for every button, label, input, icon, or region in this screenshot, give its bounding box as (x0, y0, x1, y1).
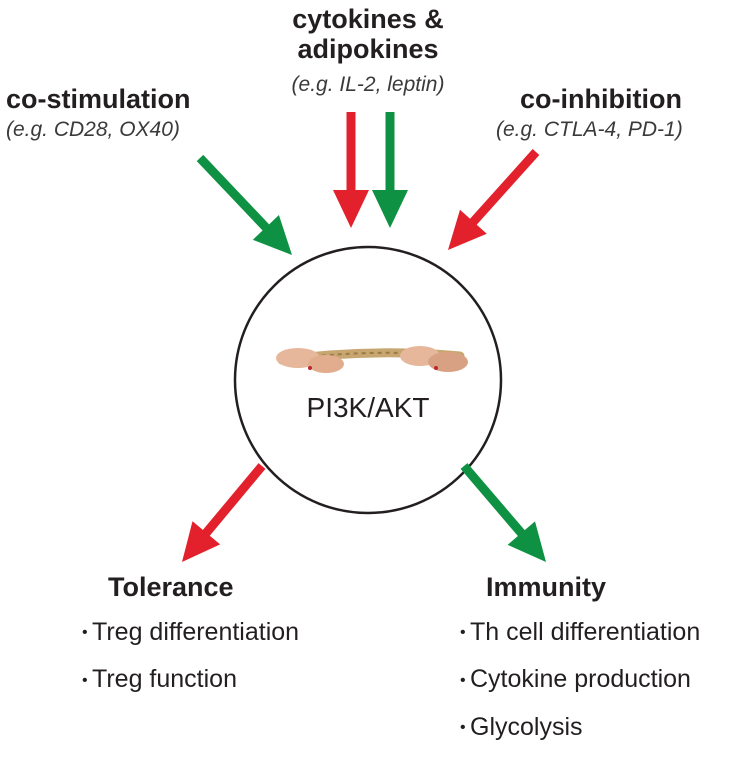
immunity-item-label: Th cell differentiation (470, 618, 701, 646)
pathway-diagram (182, 112, 546, 562)
cytokines-title: cytokines & adipokines (248, 4, 488, 64)
tug-of-war-image (272, 340, 468, 380)
bullet-icon: • (460, 719, 466, 737)
bullet-icon: • (82, 671, 88, 689)
immunity-item-label: Cytokine production (470, 665, 691, 694)
immunity-title: Immunity (486, 572, 607, 602)
coinhibition-title: co-inhibition (520, 84, 682, 114)
tolerance-item-label: Treg differentiation (92, 618, 300, 646)
tolerance-item: •Treg differentiation (82, 618, 299, 647)
immunity-item: •Glycolysis (460, 713, 700, 742)
bullet-icon: • (82, 624, 88, 642)
costim-arrow (196, 154, 292, 255)
bullet-icon: • (460, 671, 466, 689)
pi3k-akt-label: PI3K/AKT (306, 392, 430, 423)
tolerance-arrow (182, 463, 266, 562)
cytokines-example: (e.g. IL-2, leptin) (291, 73, 445, 96)
immunity-item-label: Glycolysis (470, 712, 583, 741)
immunity-list: •Th cell differentiation•Cytokine produc… (460, 618, 700, 760)
cytokines-title-line2: adipokines (297, 34, 439, 64)
cytokines-title-line1: cytokines & (292, 4, 444, 34)
immunity-item: •Cytokine production (460, 665, 700, 694)
cytokine-red-arrow (333, 112, 369, 228)
immunity-arrow (460, 463, 546, 562)
coinhibition-example: (e.g. CTLA-4, PD-1) (496, 118, 683, 141)
costimulation-example: (e.g. CD28, OX40) (6, 118, 180, 141)
cytokine-green-arrow (372, 112, 408, 228)
tolerance-item-label: Treg function (92, 665, 237, 694)
coinhib-arrow (448, 148, 540, 250)
tolerance-item: •Treg function (82, 665, 299, 694)
tolerance-title: Tolerance (108, 572, 234, 602)
bullet-icon: • (460, 624, 466, 642)
costimulation-title: co-stimulation (6, 84, 191, 114)
immunity-item: •Th cell differentiation (460, 618, 700, 647)
tolerance-list: •Treg differentiation•Treg function (82, 618, 299, 713)
